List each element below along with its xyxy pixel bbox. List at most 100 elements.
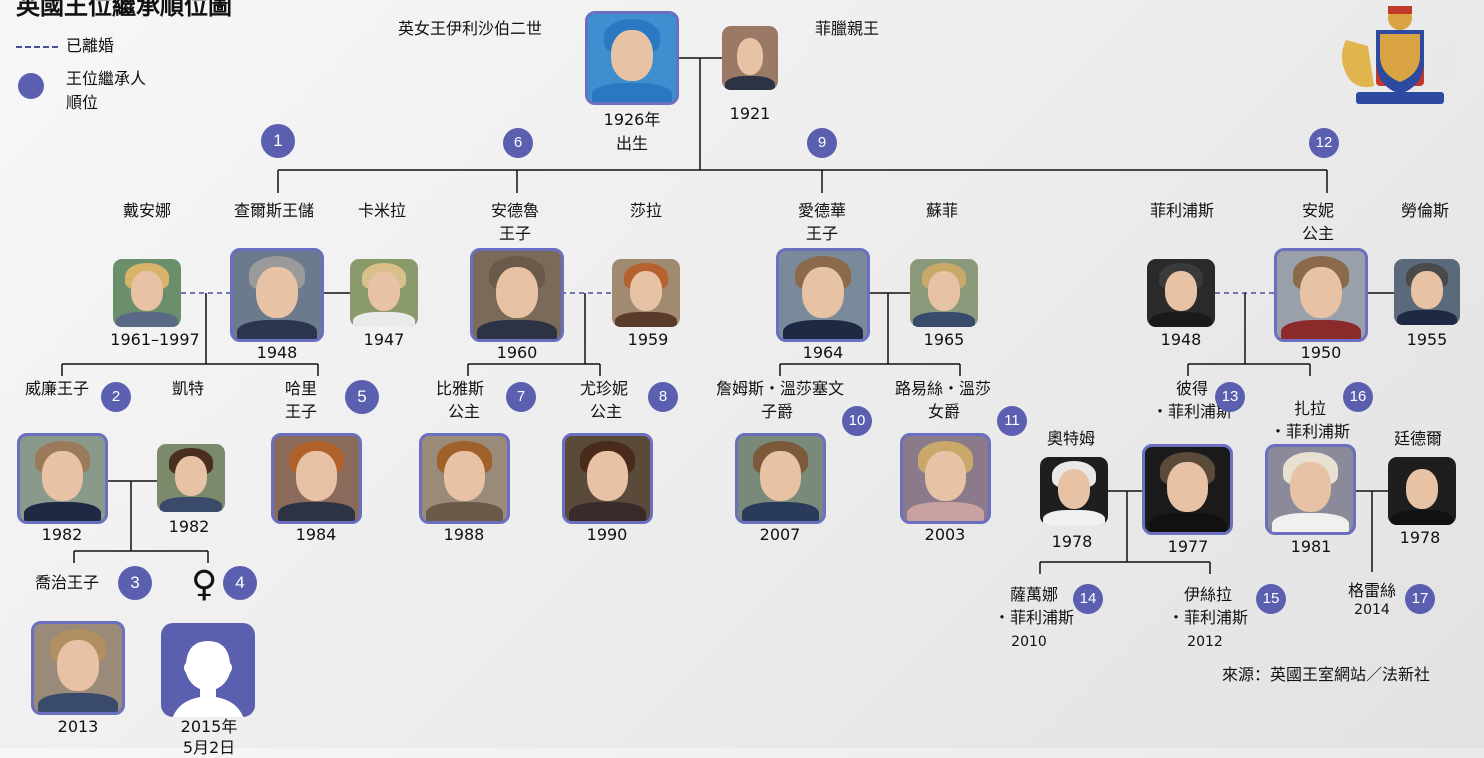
- queen-name: 英女王伊利沙伯二世: [398, 19, 543, 38]
- tim-name: 勞倫斯: [1400, 201, 1450, 220]
- autumn-year: 1978: [1051, 532, 1093, 551]
- diana-photo: [113, 259, 181, 327]
- zara-name-2: ・菲利浦斯: [1269, 422, 1351, 441]
- rank-badge-8: 8: [648, 382, 678, 412]
- eugenie-year: 1990: [586, 525, 628, 544]
- isla-name-1: 伊絲拉: [1183, 585, 1233, 604]
- sarah-year: 1959: [627, 330, 669, 349]
- anne-photo: [1274, 248, 1368, 342]
- louise-name-1: 路易絲・溫莎: [894, 379, 992, 398]
- tim-year: 1955: [1406, 330, 1448, 349]
- queen-year-2: 出生: [615, 134, 649, 153]
- charles-photo: [230, 248, 324, 342]
- rank-badge-2: 2: [101, 382, 131, 412]
- camilla-photo: [350, 259, 418, 327]
- mia-name: 格雷絲: [1347, 581, 1397, 600]
- baby-date-1: 2015年: [180, 717, 238, 736]
- rank-badge-12: 12: [1309, 128, 1339, 158]
- philip-year: 1921: [729, 104, 771, 123]
- rank-badge-13: 13: [1215, 382, 1245, 412]
- kate-name: 凱特: [171, 379, 205, 398]
- william-name: 威廉王子: [25, 379, 90, 398]
- beatrice-name-1: 比雅斯: [435, 379, 485, 398]
- autumn-name: 奧特姆: [1046, 429, 1096, 448]
- peter-name-2: ・菲利浦斯: [1151, 402, 1233, 421]
- edward-year: 1964: [802, 343, 844, 362]
- william-year: 1982: [41, 525, 83, 544]
- edward-name-2: 王子: [805, 224, 839, 243]
- legend-order-label-1: 王位繼承人: [66, 69, 147, 88]
- rank-badge-3: 3: [118, 566, 152, 600]
- zara-photo: [1265, 444, 1356, 535]
- legend-divorced-label: 已離婚: [66, 36, 115, 55]
- source-credit: 來源：英國王室網站／法新社: [1222, 665, 1431, 684]
- anne-name-1: 安妮: [1301, 201, 1335, 220]
- andrew-year: 1960: [496, 343, 538, 362]
- mark-photo: [1147, 259, 1215, 327]
- rank-badge-5: 5: [345, 380, 379, 414]
- eugenie-name-2: 公主: [589, 402, 623, 421]
- sarah-name: 莎拉: [629, 201, 663, 220]
- sophie-name: 蘇菲: [925, 201, 959, 220]
- queen-year-1: 1926年: [603, 110, 661, 129]
- anne-name-2: 公主: [1301, 224, 1335, 243]
- legend-order-label-2: 順位: [66, 93, 99, 112]
- james-name-1: 詹姆斯・溫莎塞文: [715, 379, 845, 398]
- isla-year: 2012: [1187, 634, 1223, 650]
- camilla-name: 卡米拉: [357, 201, 407, 220]
- philip-name: 菲臘親王: [815, 19, 880, 38]
- andrew-photo: [470, 248, 564, 342]
- female-symbol-icon: ♀: [191, 564, 218, 605]
- peter-name-1: 彼得: [1175, 379, 1209, 398]
- louise-year: 2003: [924, 525, 966, 544]
- rank-badge-11: 11: [997, 406, 1027, 436]
- louise-photo: [900, 433, 991, 524]
- baby-date-2: 5月2日: [182, 738, 236, 757]
- james-photo: [735, 433, 826, 524]
- rank-badge-16: 16: [1343, 382, 1373, 412]
- george-name: 喬治王子: [35, 573, 100, 592]
- harry-photo: [271, 433, 362, 524]
- george-photo: [31, 621, 125, 715]
- chart-title: 英國王位繼承順位圖: [16, 0, 232, 20]
- order-legend-dot: [18, 73, 44, 99]
- andrew-name-2: 王子: [498, 224, 532, 243]
- sophie-year: 1965: [923, 330, 965, 349]
- eugenie-photo: [562, 433, 653, 524]
- william-photo: [17, 433, 108, 524]
- rank-badge-9: 9: [807, 128, 837, 158]
- anne-year: 1950: [1300, 343, 1342, 362]
- mike-photo: [1388, 457, 1456, 525]
- mike-name: 廷德爾: [1393, 429, 1443, 448]
- harry-name-1: 哈里: [284, 379, 318, 398]
- rank-badge-10: 10: [842, 406, 872, 436]
- james-name-2: 子爵: [760, 402, 794, 421]
- harry-name-2: 王子: [284, 402, 318, 421]
- savannah-name-1: 薩萬娜: [1009, 585, 1059, 604]
- rank-badge-15: 15: [1256, 584, 1286, 614]
- rank-badge-4: 4: [223, 566, 257, 600]
- diana-year: 1961–1997: [110, 330, 200, 349]
- louise-name-2: 女爵: [927, 402, 961, 421]
- george-year: 2013: [57, 717, 99, 736]
- philip-photo: [722, 26, 778, 90]
- andrew-name-1: 安德魯: [490, 201, 540, 220]
- mike-year: 1978: [1399, 528, 1441, 547]
- edward-photo: [776, 248, 870, 342]
- harry-year: 1984: [295, 525, 337, 544]
- peter-year: 1977: [1167, 537, 1209, 556]
- sophie-photo: [910, 259, 978, 327]
- autumn-photo: [1040, 457, 1108, 525]
- royal-coat-of-arms-icon: [1341, 6, 1459, 104]
- eugenie-name-1: 尤珍妮: [579, 379, 629, 398]
- sarah-photo: [612, 259, 680, 327]
- camilla-year: 1947: [363, 330, 405, 349]
- beatrice-name-2: 公主: [447, 402, 481, 421]
- mia-year: 2014: [1354, 602, 1390, 618]
- mark-name: 菲利浦斯: [1149, 201, 1215, 220]
- zara-year: 1981: [1290, 537, 1332, 556]
- kate-photo: [157, 444, 225, 512]
- divorced-legend-line: [16, 46, 58, 48]
- kate-year: 1982: [168, 517, 210, 536]
